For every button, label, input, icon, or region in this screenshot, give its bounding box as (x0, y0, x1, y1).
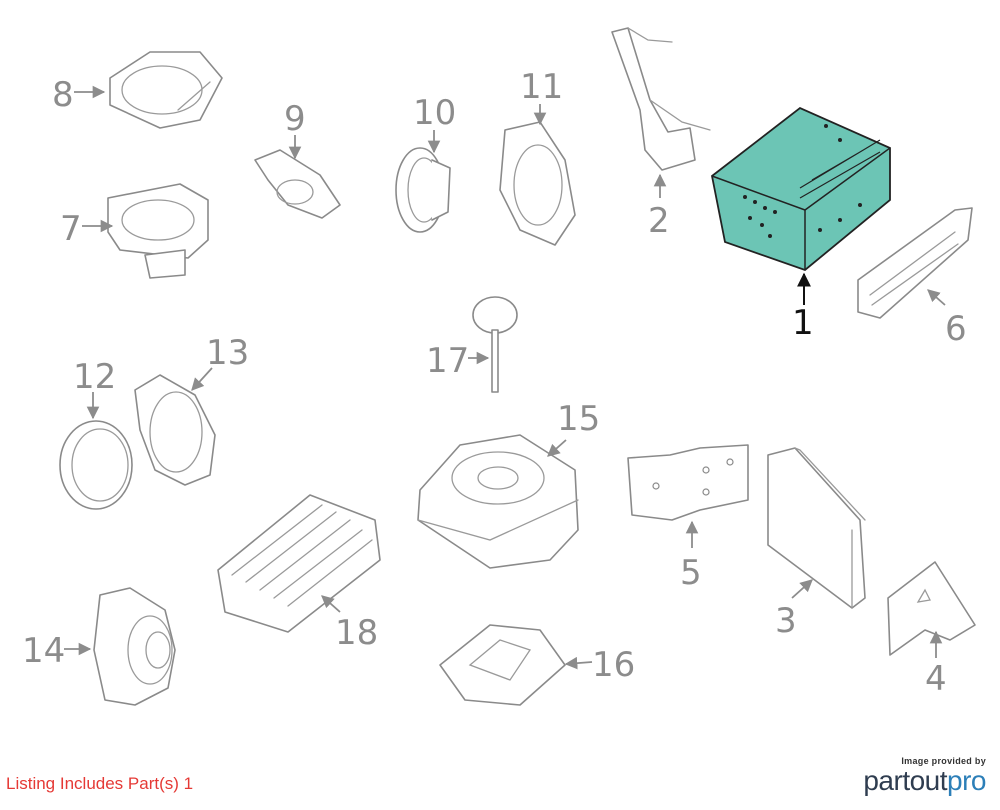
brand-name: partoutpro (863, 766, 986, 796)
callout-3[interactable]: 3 (775, 601, 797, 641)
callout-13[interactable]: 13 (206, 333, 249, 373)
part-12-speaker[interactable] (59, 420, 133, 510)
part-8-speaker[interactable] (109, 51, 223, 129)
part-14-speaker[interactable] (93, 587, 176, 706)
part-7-speaker[interactable] (107, 183, 209, 279)
callout-1[interactable]: 1 (792, 303, 814, 343)
callout-12[interactable]: 12 (73, 357, 116, 397)
part-15-subwoofer[interactable] (417, 434, 579, 569)
part-3-module[interactable] (767, 447, 866, 609)
listing-note: Listing Includes Part(s) 1 (6, 774, 194, 793)
part-13-enclosure[interactable] (134, 374, 216, 486)
part-6-bezel[interactable] (857, 207, 973, 319)
brand-caption: Image provided by (901, 756, 986, 766)
part-11-enclosure[interactable] (499, 121, 576, 246)
part-10-speaker[interactable] (395, 147, 451, 233)
brand-name-part2: pro (947, 765, 986, 796)
callout-10[interactable]: 10 (413, 93, 456, 133)
part-18-amplifier[interactable] (217, 494, 381, 633)
callout-11[interactable]: 11 (520, 67, 563, 107)
brand-logo: Image provided by partoutpro (863, 756, 986, 796)
callout-7[interactable]: 7 (60, 209, 82, 249)
part-4-bracket[interactable] (887, 561, 976, 656)
callout-6[interactable]: 6 (945, 309, 967, 349)
part-5-bracket[interactable] (627, 444, 749, 521)
callout-2[interactable]: 2 (648, 201, 670, 241)
part-16-plate[interactable] (439, 624, 566, 706)
brand-name-part1: partout (863, 765, 948, 796)
callout-8[interactable]: 8 (52, 75, 74, 115)
callout-5[interactable]: 5 (680, 553, 702, 593)
callout-4[interactable]: 4 (925, 659, 947, 699)
part-1-radio-unit[interactable] (711, 106, 891, 272)
part-9-tweeter[interactable] (254, 149, 341, 219)
callout-17[interactable]: 17 (426, 341, 469, 381)
part-2-cable-bracket[interactable] (611, 27, 711, 171)
callout-18[interactable]: 18 (335, 613, 378, 653)
callout-16[interactable]: 16 (592, 645, 635, 685)
callout-15[interactable]: 15 (557, 399, 600, 439)
callout-9[interactable]: 9 (284, 99, 306, 139)
part-17-screw[interactable] (472, 296, 518, 393)
callout-14[interactable]: 14 (22, 631, 65, 671)
